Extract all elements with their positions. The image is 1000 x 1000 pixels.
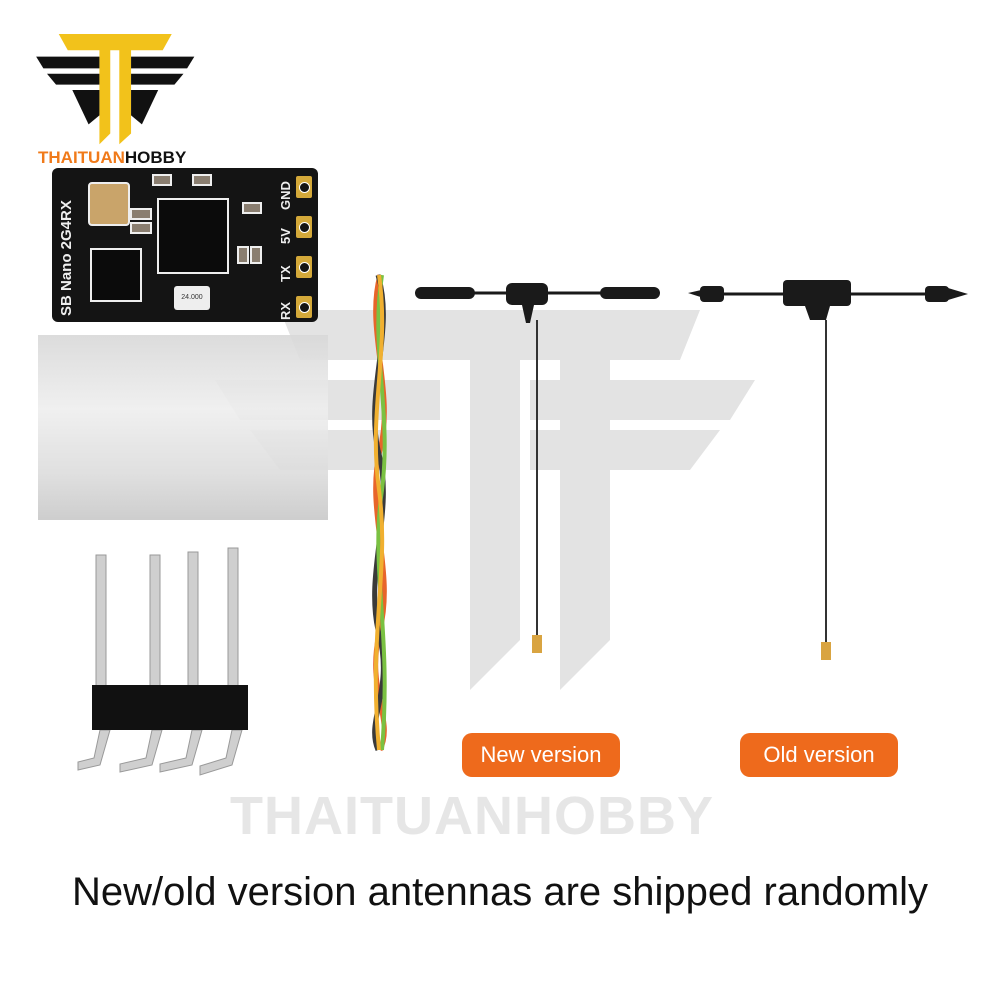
antenna-connector bbox=[88, 182, 130, 226]
smd-component bbox=[130, 208, 152, 220]
smd-component bbox=[237, 246, 249, 264]
pad-tx bbox=[296, 256, 312, 278]
crystal: 24.000 bbox=[174, 286, 210, 310]
caption: New/old version antennas are shipped ran… bbox=[71, 870, 929, 914]
pad-rx bbox=[296, 296, 312, 318]
pad-gnd bbox=[296, 176, 312, 198]
receiver-pcb: SB Nano 2G4RX 24.000 GND 5V TX RX bbox=[52, 168, 318, 322]
antenna-old-version bbox=[688, 280, 968, 660]
old-version-label: Old version bbox=[740, 733, 898, 777]
brand-logo bbox=[36, 34, 195, 145]
smd-component bbox=[152, 174, 172, 186]
logo-text-black: HOBBY bbox=[124, 148, 187, 167]
pin-label-5v: 5V bbox=[278, 228, 293, 244]
brand-logo-text: THAITUANHOBBY bbox=[38, 148, 186, 167]
smd-component bbox=[242, 202, 262, 214]
heat-shrink-tube bbox=[38, 335, 328, 520]
pin-label-gnd: GND bbox=[278, 181, 293, 210]
smd-component bbox=[192, 174, 212, 186]
rf-chip bbox=[90, 248, 142, 302]
smd-component bbox=[250, 246, 262, 264]
twisted-wire bbox=[372, 274, 387, 752]
antenna-new-version bbox=[415, 283, 660, 653]
new-version-label: New version bbox=[462, 733, 620, 777]
pin-label-tx: TX bbox=[278, 265, 293, 282]
pin-label-rx: RX bbox=[278, 301, 293, 320]
mcu-chip bbox=[157, 198, 229, 274]
watermark-text: THAITUANHOBBY bbox=[230, 786, 714, 846]
pcb-model-label: SB Nano 2G4RX bbox=[58, 200, 75, 316]
pin-header bbox=[77, 547, 248, 776]
logo-text-orange: THAITUAN bbox=[38, 148, 125, 167]
smd-component bbox=[130, 222, 152, 234]
pad-5v bbox=[296, 216, 312, 238]
